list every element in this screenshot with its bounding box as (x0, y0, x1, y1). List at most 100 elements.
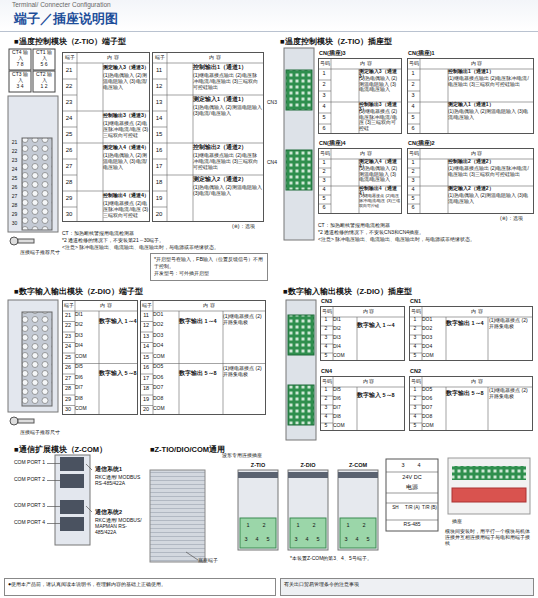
label-text: 2 (318, 168, 330, 174)
header-cell: 号码 (408, 151, 420, 157)
label-text: CT2 输入 (34, 72, 54, 84)
table-rule (488, 317, 489, 360)
header-cell: 内 容 (153, 303, 265, 309)
label-text: 3 (320, 405, 332, 411)
base-plug (290, 518, 326, 548)
table-rule (141, 321, 153, 322)
label-text: 13 (152, 99, 166, 106)
terminal-table: 端子内 容 (62, 300, 138, 415)
label-text: 3 4 (10, 84, 30, 90)
table-rule (63, 111, 149, 112)
table-rule (420, 59, 421, 133)
label-text: 2 (318, 81, 330, 87)
socket-connector (288, 315, 314, 355)
table-rule (153, 127, 167, 128)
ct-box (9, 49, 31, 70)
label-text: 1 (407, 70, 419, 76)
table-rule (99, 311, 100, 414)
label-text: DI2 (75, 322, 97, 328)
label-text: COM (422, 353, 444, 359)
label-text: DI3 (75, 333, 97, 339)
label-text: DI3 (333, 335, 355, 341)
label-text: DI4 (333, 344, 355, 350)
table-grid (63, 301, 137, 414)
module-top (338, 472, 378, 478)
table-rule (141, 384, 153, 385)
label-text: 19 (152, 195, 166, 202)
label-text: COM (422, 423, 444, 429)
label-text: DO8 (153, 396, 177, 402)
label-text: DI7 (333, 405, 355, 411)
table-rule (63, 363, 137, 364)
table-rule (386, 472, 438, 520)
label-text: 30 (9, 221, 20, 227)
table-rule (63, 127, 77, 128)
label-text: (1)继电器接点 (2)开路集电极 (223, 314, 265, 326)
label-text: 26 (9, 185, 20, 191)
socket-connector (288, 385, 314, 425)
label-text: ■温度控制模块（Z-TIO）端子型 (14, 38, 244, 47)
label-text: 14 (140, 343, 152, 349)
unit-body (55, 455, 90, 545)
label-text: 12 (152, 83, 166, 90)
label-text: 13 (140, 333, 152, 339)
table-rule (63, 332, 75, 333)
label-text: 19 (140, 396, 152, 402)
label-text: DO3 (422, 335, 444, 341)
com-port (60, 457, 84, 471)
table-heading: CN2 (410, 368, 534, 374)
label-text: DI8 (333, 414, 355, 420)
label-text: COM PORT 4 (14, 520, 46, 526)
label-text: (1)继电器接点输出 (2)电压脉冲/电流/电压输出 (3)三端双向可控硅输出 (448, 76, 532, 87)
label-text: 25 (9, 176, 20, 182)
table-rule (63, 143, 149, 144)
label-text: 18 (152, 179, 166, 186)
label-text: 26 (62, 364, 74, 370)
label-text: Z-TIO (238, 462, 278, 468)
label-text: DO7 (422, 405, 444, 411)
terminal-table: CN4号码内 容 (320, 376, 405, 431)
label-text: DI5 (75, 364, 97, 370)
table-rule (63, 175, 77, 176)
label-text: (1)继电器接点输出 (2)电压脉冲/电流/电压输出 (3)三端双向可控硅输出 (448, 166, 532, 177)
label-text: DI7 (75, 385, 97, 391)
label-text: 3 (409, 335, 421, 341)
label-text: 压接端子推荐尺寸 (20, 250, 64, 256)
label-text: 数字输出 5～8 (179, 370, 220, 376)
label-text: 24 (62, 115, 76, 122)
note-box: ●使用本产品前，请认真阅读本说明书，在理解内容的基础上正确使用。 (4, 578, 276, 596)
label-text: 数字输出 5～8 (446, 390, 486, 396)
label-text: 14 (152, 115, 166, 122)
power-terminal-table (386, 459, 438, 531)
leader-line (47, 464, 92, 524)
label-text: 25 (62, 131, 76, 138)
label-text: CT：加热断线警报用电流检测器 (62, 231, 267, 237)
header-band: Terminal/ Connecter Configuration端子／插座说明… (0, 0, 538, 31)
module-top (238, 472, 278, 478)
table-rule (153, 175, 263, 176)
label-text: 4 (303, 536, 311, 542)
ct-box (9, 71, 31, 92)
label-text: 测定输入2（通道2） (448, 186, 532, 192)
label-text: 5 (409, 353, 421, 359)
label-text: 4 (253, 536, 261, 542)
label-text: DO1 (153, 312, 177, 318)
label-text: COM (333, 423, 355, 429)
label-text: 16 (152, 147, 166, 154)
header-cell: 内 容 (420, 61, 533, 67)
label-text: 22 (62, 83, 76, 90)
table-rule (63, 405, 75, 406)
header-cell: 端子 (141, 303, 153, 309)
crimp-terminal (10, 237, 18, 245)
table-rule (153, 63, 263, 64)
table-heading: CN3 (321, 298, 406, 304)
header-cell: 内 容 (422, 379, 532, 385)
module-body (238, 470, 278, 550)
header-cell: 内 容 (331, 151, 401, 157)
label-text: 3 (407, 92, 419, 98)
label-text: 16 (140, 364, 152, 370)
label-text: 控制输出4（通道4） (103, 192, 149, 198)
label-text: DI4 (75, 343, 97, 349)
table-rule (408, 91, 420, 92)
